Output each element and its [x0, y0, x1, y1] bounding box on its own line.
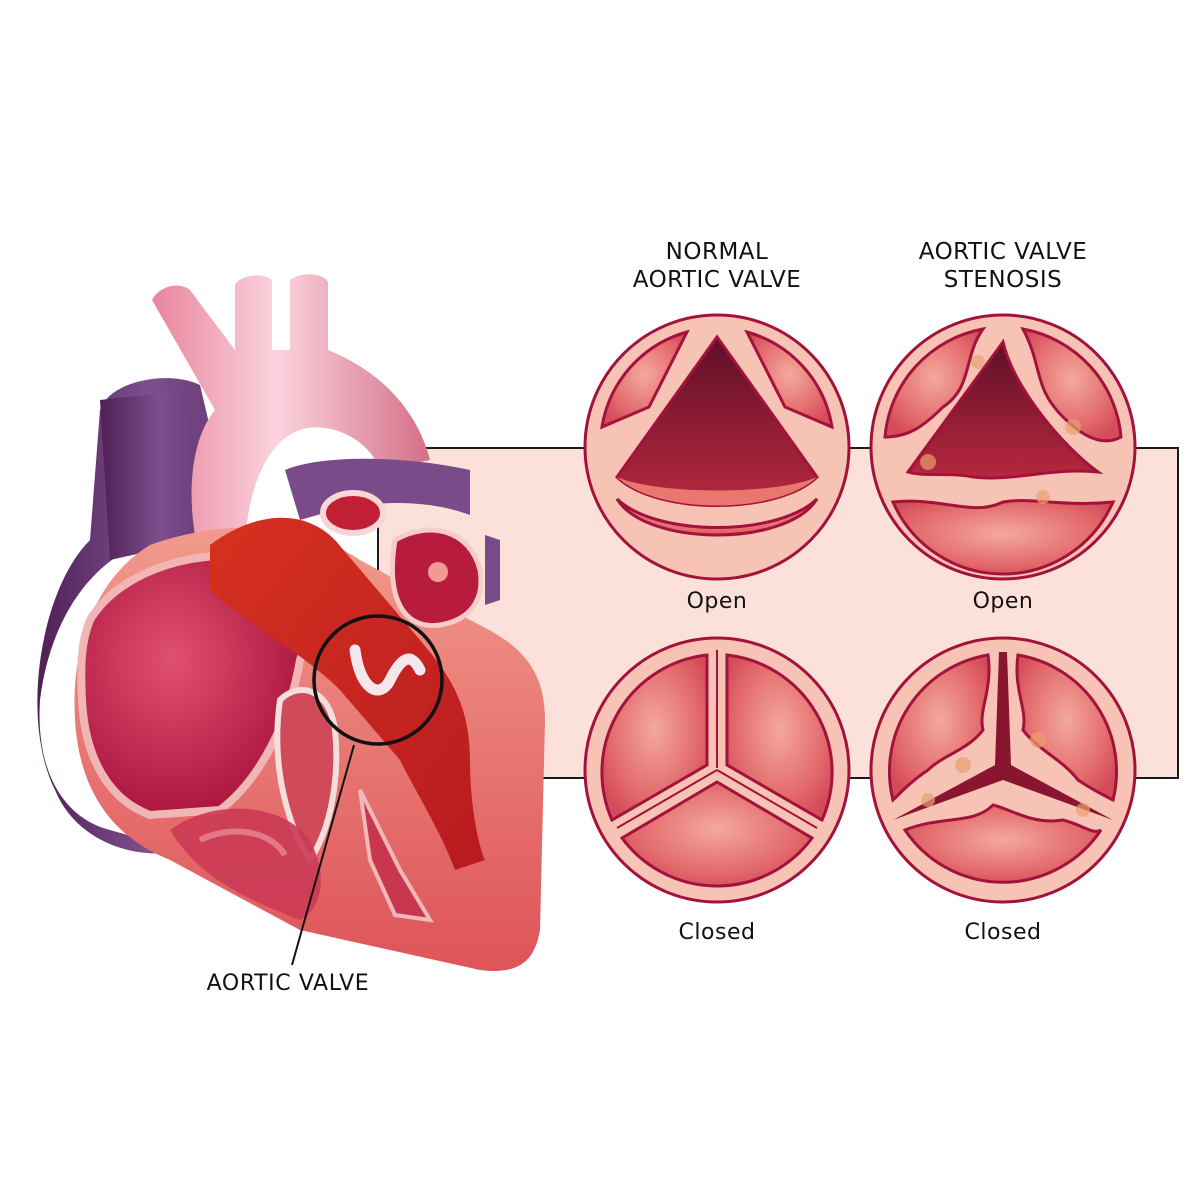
aortic-valve-callout-circle: [312, 614, 444, 746]
normal-column-title: NORMAL AORTIC VALVE: [587, 238, 847, 294]
normal-open-label: Open: [686, 589, 748, 614]
normal-closed-label: Closed: [678, 920, 756, 945]
stenosis-valve-open: [869, 313, 1137, 581]
stenosis-column-title: AORTIC VALVE STENOSIS: [873, 238, 1133, 294]
stenosis-closed-label: Closed: [964, 920, 1042, 945]
callout-leader-line: [291, 744, 355, 966]
normal-valve-closed: [583, 636, 851, 904]
stenosis-title-line2: STENOSIS: [943, 267, 1063, 293]
stenosis-valve-closed: [869, 636, 1137, 904]
heart-illustration: [37, 274, 546, 971]
stenosis-open-label: Open: [972, 589, 1034, 614]
normal-title-line1: NORMAL: [665, 239, 769, 265]
aortic-valve-callout-label: AORTIC VALVE: [206, 971, 370, 996]
normal-valve-open: [583, 313, 851, 581]
stenosis-title-line1: AORTIC VALVE: [918, 239, 1088, 265]
normal-title-line2: AORTIC VALVE: [632, 267, 802, 293]
